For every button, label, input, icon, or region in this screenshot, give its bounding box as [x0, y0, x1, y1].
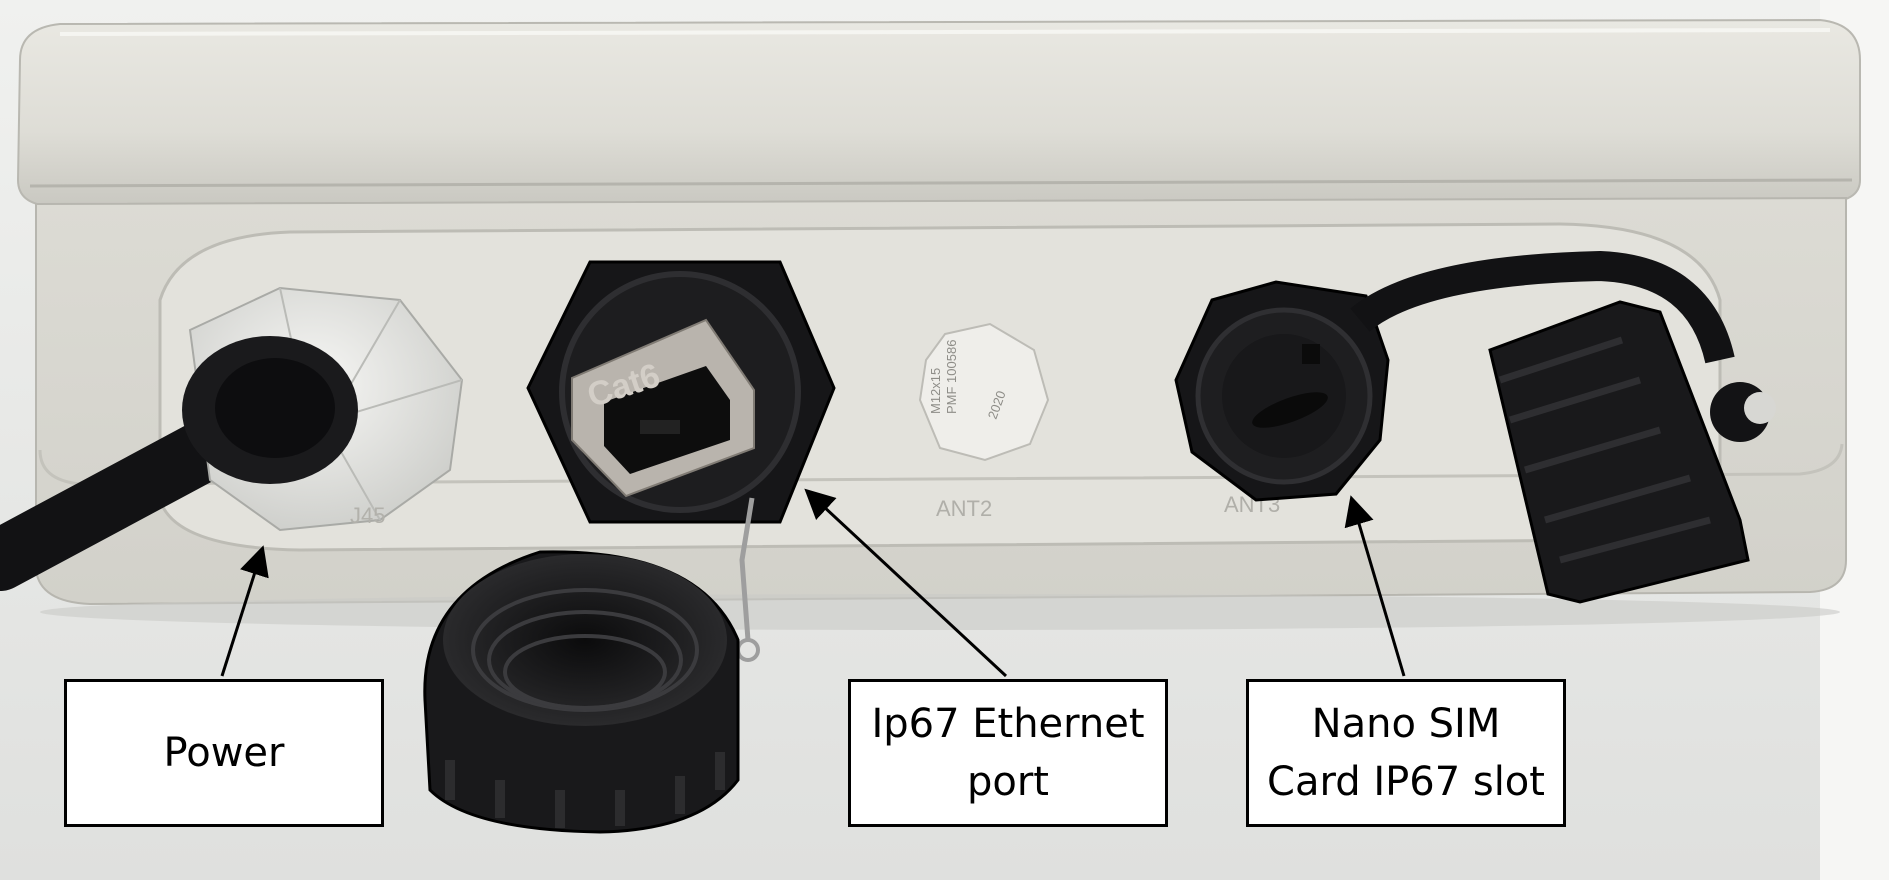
ant2-marking: ANT2: [936, 496, 992, 521]
sim-cap-tether: [1350, 250, 1735, 364]
ethernet-dust-cap: [423, 550, 740, 834]
rj45-marking: J45: [350, 503, 385, 528]
sim-slot-cap: [1488, 300, 1776, 604]
sim-slot-connector: [1174, 280, 1390, 502]
plug-text-2: PMF 100586: [944, 340, 959, 414]
power-cable-gland: [182, 286, 464, 532]
plug-text-1: M12x15: [928, 368, 943, 414]
enclosure-lid: [16, 18, 1861, 208]
ethernet-arrow: [804, 488, 1008, 678]
antenna-sealing-plug: M12x15 PMF 100586 2020: [918, 322, 1050, 462]
ethernet-port: Cat6: [526, 260, 836, 662]
sim-slot-label: Nano SIM Card IP67 slot: [1246, 679, 1566, 827]
power-arrow: [220, 545, 269, 677]
sim-arrow: [1344, 495, 1406, 677]
power-label: Power: [64, 679, 384, 827]
ethernet-port-label: Ip67 Ethernet port: [848, 679, 1168, 827]
